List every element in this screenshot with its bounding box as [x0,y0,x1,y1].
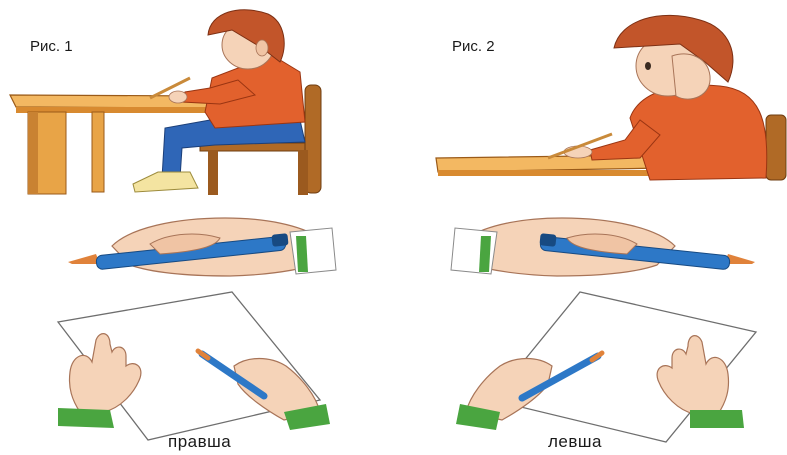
right-hand-pen-grip-illustration [68,218,336,276]
right-handed-paper-position-illustration [58,292,330,440]
figure-2-label: Рис. 2 [452,38,495,55]
left-hand-pen-grip-illustration [451,218,755,276]
right-handed-caption: правша [168,432,231,452]
figure-1-label: Рис. 1 [30,38,73,55]
left-handed-caption: левша [548,432,602,452]
left-handed-paper-position-illustration [456,292,756,442]
